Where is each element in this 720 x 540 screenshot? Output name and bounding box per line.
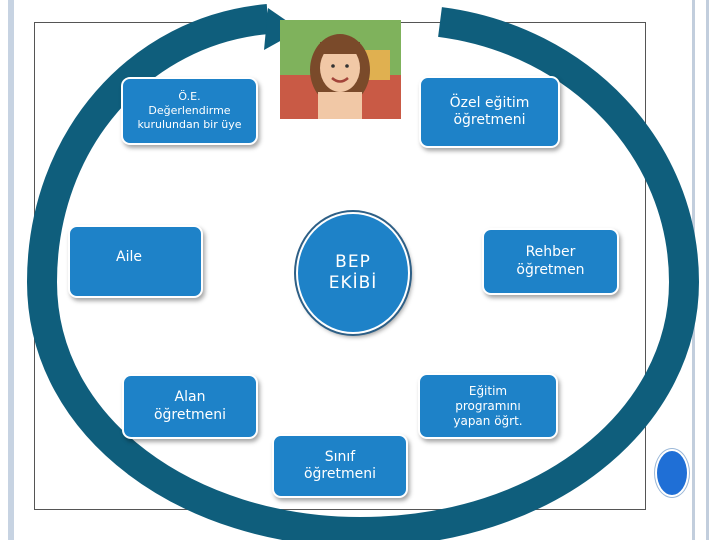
accent-dot	[655, 449, 689, 497]
oe-member-label: Ö.E. Değerlendirme kurulundan bir üye	[137, 90, 242, 131]
child-photo	[280, 20, 401, 119]
special-ed-teacher-label: Özel eğitim öğretmeni	[449, 94, 530, 129]
program-teacher-box: Eğitim programını yapan öğrt.	[418, 373, 558, 439]
left-rail	[8, 0, 14, 540]
family-label: Aile	[116, 249, 142, 265]
class-teacher-label: Sınıf öğretmeni	[303, 448, 377, 483]
class-teacher-box: Sınıf öğretmeni	[272, 434, 408, 498]
field-teacher-box: Alan öğretmeni	[122, 374, 258, 439]
bep-team-label: BEP EKİBİ	[328, 251, 378, 293]
ring-path	[26, 4, 700, 540]
counselor-box: Rehber öğretmen	[482, 228, 619, 295]
oe-member-box: Ö.E. Değerlendirme kurulundan bir üye	[121, 77, 258, 145]
special-ed-teacher-box: Özel eğitim öğretmeni	[419, 76, 560, 148]
bep-team-circle: BEP EKİBİ	[296, 212, 410, 334]
program-teacher-label: Eğitim programını yapan öğrt.	[453, 383, 523, 428]
family-box: Aile	[68, 225, 203, 298]
counselor-label: Rehber öğretmen	[516, 244, 585, 278]
field-teacher-label: Alan öğretmeni	[153, 389, 227, 423]
right-rail-line	[706, 0, 709, 540]
